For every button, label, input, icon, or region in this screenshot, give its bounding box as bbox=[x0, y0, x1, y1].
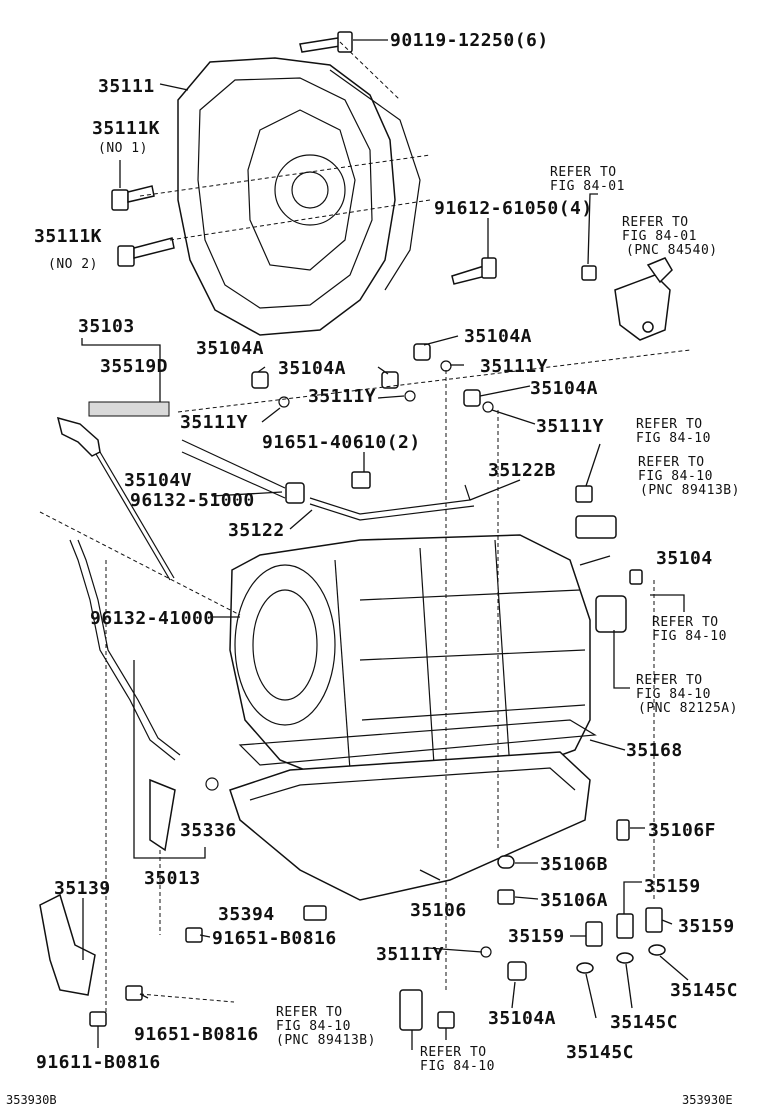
figure-code-right: 353930E bbox=[682, 1093, 733, 1107]
label-35104a-4: 35104A bbox=[530, 378, 598, 399]
label-35336: 35336 bbox=[180, 820, 237, 841]
oil-filler-tube-drawing bbox=[69, 539, 219, 852]
label-35139: 35139 bbox=[54, 878, 111, 899]
label-35111: 35111 bbox=[98, 76, 155, 97]
ref-6-line-3: (PNC 82125A) bbox=[638, 701, 738, 716]
bolt-91612-drawing bbox=[451, 257, 497, 285]
label-35106b: 35106B bbox=[540, 854, 608, 875]
label-91651-40610: 91651-40610(2) bbox=[262, 432, 421, 453]
ref-4-line-2: FIG 84-10 bbox=[638, 469, 713, 484]
label-91611-b0816: 91611-B0816 bbox=[36, 1052, 161, 1073]
oil-pan-drawing bbox=[229, 719, 597, 901]
ref-7-line-3: (PNC 89413B) bbox=[276, 1033, 376, 1048]
bolt-90119-drawing bbox=[299, 31, 353, 53]
label-35145c-1: 35145C bbox=[670, 980, 738, 1001]
label-35111y-3: 35111Y bbox=[180, 412, 248, 433]
bell-housing-drawing bbox=[177, 57, 421, 336]
label-91612-61050: 91612-61050(4) bbox=[434, 198, 593, 219]
label-91651-b0816-1: 91651-B0816 bbox=[212, 928, 337, 949]
part-labels: 90119-12250(6) 35111 35111K (NO 1) 35111… bbox=[6, 30, 738, 1107]
ref-6-line-1: REFER TO bbox=[636, 673, 703, 688]
ref-7-line-2: FIG 84-10 bbox=[276, 1019, 351, 1034]
ref-1-line-2: FIG 84-01 bbox=[550, 179, 625, 194]
label-35122: 35122 bbox=[228, 520, 285, 541]
ref-7-line-1: REFER TO bbox=[276, 1005, 343, 1020]
ref-2-line-2: FIG 84-01 bbox=[622, 229, 697, 244]
bolt-35111k-no2-drawing bbox=[117, 237, 175, 267]
label-35104a-5: 35104A bbox=[488, 1008, 556, 1029]
label-35111k-no2: 35111K bbox=[34, 226, 102, 247]
ref-3-line-2: FIG 84-10 bbox=[636, 431, 711, 446]
transmission-case-drawing bbox=[229, 534, 591, 786]
label-no1: (NO 1) bbox=[98, 141, 148, 156]
label-35159-3: 35159 bbox=[678, 916, 735, 937]
breather-hose-drawing bbox=[181, 439, 305, 504]
label-96132-51000: 96132-51000 bbox=[130, 490, 255, 511]
label-35106a: 35106A bbox=[540, 890, 608, 911]
label-35111y-2: 35111Y bbox=[308, 386, 376, 407]
dashed-alignment-lines bbox=[39, 41, 691, 1012]
reference-notes: REFER TO FIG 84-01 REFER TO FIG 84-01 (P… bbox=[276, 165, 740, 1074]
label-no2: (NO 2) bbox=[48, 257, 98, 272]
ref-6-line-2: FIG 84-10 bbox=[636, 687, 711, 702]
label-35111y-1: 35111Y bbox=[480, 356, 548, 377]
ref-2-line-3: (PNC 84540) bbox=[626, 243, 718, 258]
sensor-84540-drawing bbox=[581, 257, 673, 341]
ref-4-line-1: REFER TO bbox=[638, 455, 705, 470]
label-35111y-bottom: 35111Y bbox=[376, 944, 444, 965]
dipstick-drawing bbox=[56, 401, 175, 581]
label-35103: 35103 bbox=[78, 316, 135, 337]
ref-4-line-3: (PNC 89413B) bbox=[640, 483, 740, 498]
ref-8-line-1: REFER TO bbox=[420, 1045, 487, 1060]
label-35104a-2: 35104A bbox=[464, 326, 532, 347]
label-35159-1: 35159 bbox=[644, 876, 701, 897]
label-35104: 35104 bbox=[656, 548, 713, 569]
label-35013: 35013 bbox=[144, 868, 201, 889]
label-35394: 35394 bbox=[218, 904, 275, 925]
label-35145c-3: 35145C bbox=[566, 1042, 634, 1063]
label-91651-b0816-2: 91651-B0816 bbox=[134, 1024, 259, 1045]
label-35106f: 35106F bbox=[648, 820, 716, 841]
label-35122b: 35122B bbox=[488, 460, 556, 481]
breather-pipe-35122-drawing bbox=[309, 471, 475, 521]
bracket-35139-drawing bbox=[39, 893, 96, 996]
label-90119-12250: 90119-12250(6) bbox=[390, 30, 549, 51]
label-35168: 35168 bbox=[626, 740, 683, 761]
ref-8-line-2: FIG 84-10 bbox=[420, 1059, 495, 1074]
small-plugs-drawing bbox=[251, 343, 494, 413]
label-35159-2: 35159 bbox=[508, 926, 565, 947]
figure-code-left: 353930B bbox=[6, 1093, 57, 1107]
label-35145c-2: 35145C bbox=[610, 1012, 678, 1033]
ref-5-line-1: REFER TO bbox=[652, 615, 719, 630]
leader-lines bbox=[81, 39, 689, 1050]
label-96132-41000: 96132-41000 bbox=[90, 608, 215, 629]
label-35111k-no1: 35111K bbox=[92, 118, 160, 139]
label-35104a-3: 35104A bbox=[278, 358, 346, 379]
label-35104v: 35104V bbox=[124, 470, 192, 491]
label-35106: 35106 bbox=[410, 900, 467, 921]
label-35519d: 35519D bbox=[100, 356, 168, 377]
label-35104a-1: 35104A bbox=[196, 338, 264, 359]
ref-1-line-1: REFER TO bbox=[550, 165, 617, 180]
misc-fittings-drawing bbox=[89, 485, 666, 1031]
label-35111y-4: 35111Y bbox=[536, 416, 604, 437]
ref-5-line-2: FIG 84-10 bbox=[652, 629, 727, 644]
bolt-35111k-no1-drawing bbox=[111, 185, 155, 211]
ref-3-line-1: REFER TO bbox=[636, 417, 703, 432]
ref-2-line-1: REFER TO bbox=[622, 215, 689, 230]
